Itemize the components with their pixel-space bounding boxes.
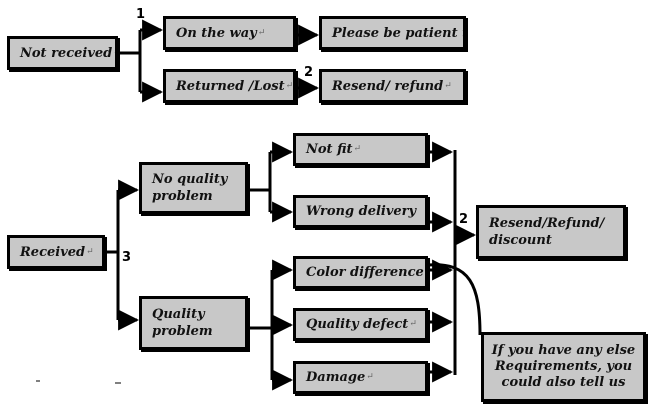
node-quality-problem: Quality problem xyxy=(139,296,248,350)
node-received: Received↵ xyxy=(7,235,105,269)
node-not-received: Not received↵ xyxy=(7,36,118,70)
node-damage-label: Damage xyxy=(306,370,366,385)
node-not-fit-label: Not fit xyxy=(306,142,353,157)
node-resend-refund: Resend/ refund↵ xyxy=(319,69,466,103)
node-please-be-patient: Please be patient to xyxy=(319,16,466,50)
node-quality-problem-label: Quality problem xyxy=(152,307,213,339)
node-please-be-patient-label: Please be patient to xyxy=(332,25,466,41)
node-not-received-label: Not received xyxy=(20,45,113,61)
node-received-label: Received xyxy=(20,244,86,260)
curve-to-requirements xyxy=(427,263,482,336)
node-resend-refund-discount-label: Resend/Refund/discount xyxy=(489,216,605,248)
connector-received xyxy=(105,190,120,320)
node-other-requirements-label: If you have any else Requirements, you c… xyxy=(491,343,636,390)
node-resend-refund-label: Resend/ refund xyxy=(332,78,444,94)
node-not-fit: Not fit↵ xyxy=(293,133,428,166)
node-returned-lost-label: Returned /Lost xyxy=(176,78,285,94)
node-returned-lost: Returned /Lost↵ xyxy=(163,69,296,103)
node-damage: Damage↵ xyxy=(293,361,428,394)
step-number-2-bottom: 2 xyxy=(459,212,469,227)
step-number-2-top: 2 xyxy=(304,65,314,80)
node-quality-defect: Quality defect↵ xyxy=(293,308,428,341)
connector-quality xyxy=(248,270,274,380)
node-wrong-delivery-label: Wrong delivery xyxy=(306,204,417,219)
node-on-the-way-label: On the way xyxy=(176,25,257,41)
node-no-quality-problem-label: No quality problem xyxy=(152,172,228,204)
node-resend-refund-discount: Resend/Refund/discount xyxy=(476,205,626,259)
node-other-requirements: If you have any else Requirements, you c… xyxy=(481,332,646,402)
connector-no-quality xyxy=(248,152,272,212)
connector-not-received xyxy=(118,30,142,92)
node-no-quality-problem: No quality problem xyxy=(139,162,248,214)
node-color-difference: Color difference↵ xyxy=(293,256,428,289)
node-quality-defect-label: Quality defect xyxy=(306,317,409,332)
step-number-1: 1 xyxy=(136,7,146,22)
node-wrong-delivery: Wrong delivery xyxy=(293,195,428,228)
node-on-the-way: On the way↵ xyxy=(163,16,296,50)
node-color-difference-label: Color difference xyxy=(306,265,424,280)
step-number-3: 3 xyxy=(122,250,132,265)
